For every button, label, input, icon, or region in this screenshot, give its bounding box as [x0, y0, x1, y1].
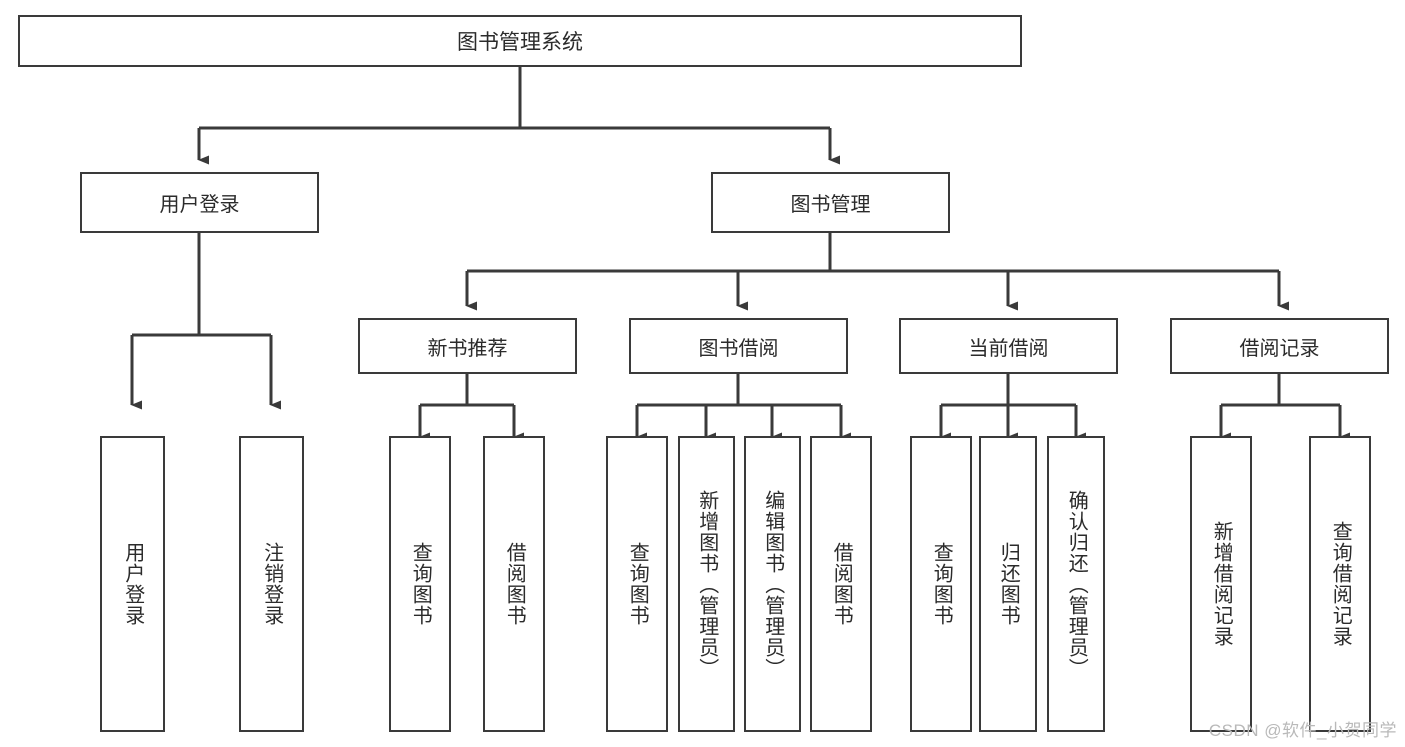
node-leaf-user-login-label: 用户登录: [121, 542, 144, 626]
node-leaf-logout-login[interactable]: 注销登录: [239, 436, 304, 732]
node-leaf-query-book-2-label: 查询图书: [626, 542, 649, 626]
node-new-book-rec[interactable]: 新书推荐: [358, 318, 577, 374]
node-leaf-borrow-book-1[interactable]: 借阅图书: [483, 436, 545, 732]
node-leaf-add-book-label: 新增图书（管理员）: [695, 489, 718, 679]
node-borrow-record-label: 借阅记录: [1239, 337, 1320, 360]
node-new-book-rec-label: 新书推荐: [427, 337, 508, 360]
node-leaf-query-record[interactable]: 查询借阅记录: [1309, 436, 1371, 732]
node-leaf-query-book-3[interactable]: 查询图书: [910, 436, 972, 732]
node-leaf-query-book-1[interactable]: 查询图书: [389, 436, 451, 732]
node-leaf-add-book[interactable]: 新增图书（管理员）: [678, 436, 735, 732]
node-book-manage-label: 图书管理: [790, 194, 871, 216]
node-leaf-edit-book[interactable]: 编辑图书（管理员）: [744, 436, 801, 732]
node-leaf-query-book-1-label: 查询图书: [409, 542, 432, 626]
node-leaf-confirm-return[interactable]: 确认归还（管理员）: [1047, 436, 1105, 732]
node-user-login[interactable]: 用户登录: [80, 172, 319, 233]
node-leaf-edit-book-label: 编辑图书（管理员）: [761, 489, 784, 679]
watermark-text: CSDN @软件_小贺同学: [1208, 721, 1397, 740]
node-leaf-return-book-label: 归还图书: [997, 542, 1020, 626]
node-root[interactable]: 图书管理系统: [18, 15, 1022, 67]
node-leaf-query-book-2[interactable]: 查询图书: [606, 436, 668, 732]
node-root-label: 图书管理系统: [457, 31, 583, 54]
node-leaf-query-record-label: 查询借阅记录: [1329, 521, 1352, 647]
node-borrow-record[interactable]: 借阅记录: [1170, 318, 1389, 374]
node-current-borrow[interactable]: 当前借阅: [899, 318, 1118, 374]
node-leaf-query-book-3-label: 查询图书: [930, 542, 953, 626]
node-user-login-label: 用户登录: [159, 194, 240, 216]
node-leaf-borrow-book-2[interactable]: 借阅图书: [810, 436, 872, 732]
node-current-borrow-label: 当前借阅: [968, 337, 1049, 360]
node-leaf-return-book[interactable]: 归还图书: [979, 436, 1037, 732]
node-leaf-confirm-return-label: 确认归还（管理员）: [1065, 489, 1088, 679]
node-book-borrow[interactable]: 图书借阅: [629, 318, 848, 374]
node-leaf-add-record[interactable]: 新增借阅记录: [1190, 436, 1252, 732]
node-book-borrow-label: 图书借阅: [698, 337, 779, 360]
node-leaf-user-login[interactable]: 用户登录: [100, 436, 165, 732]
node-leaf-add-record-label: 新增借阅记录: [1210, 521, 1233, 647]
node-leaf-borrow-book-1-label: 借阅图书: [503, 542, 526, 626]
node-leaf-borrow-book-2-label: 借阅图书: [830, 542, 853, 626]
node-book-manage[interactable]: 图书管理: [711, 172, 950, 233]
node-leaf-logout-login-label: 注销登录: [260, 542, 283, 626]
